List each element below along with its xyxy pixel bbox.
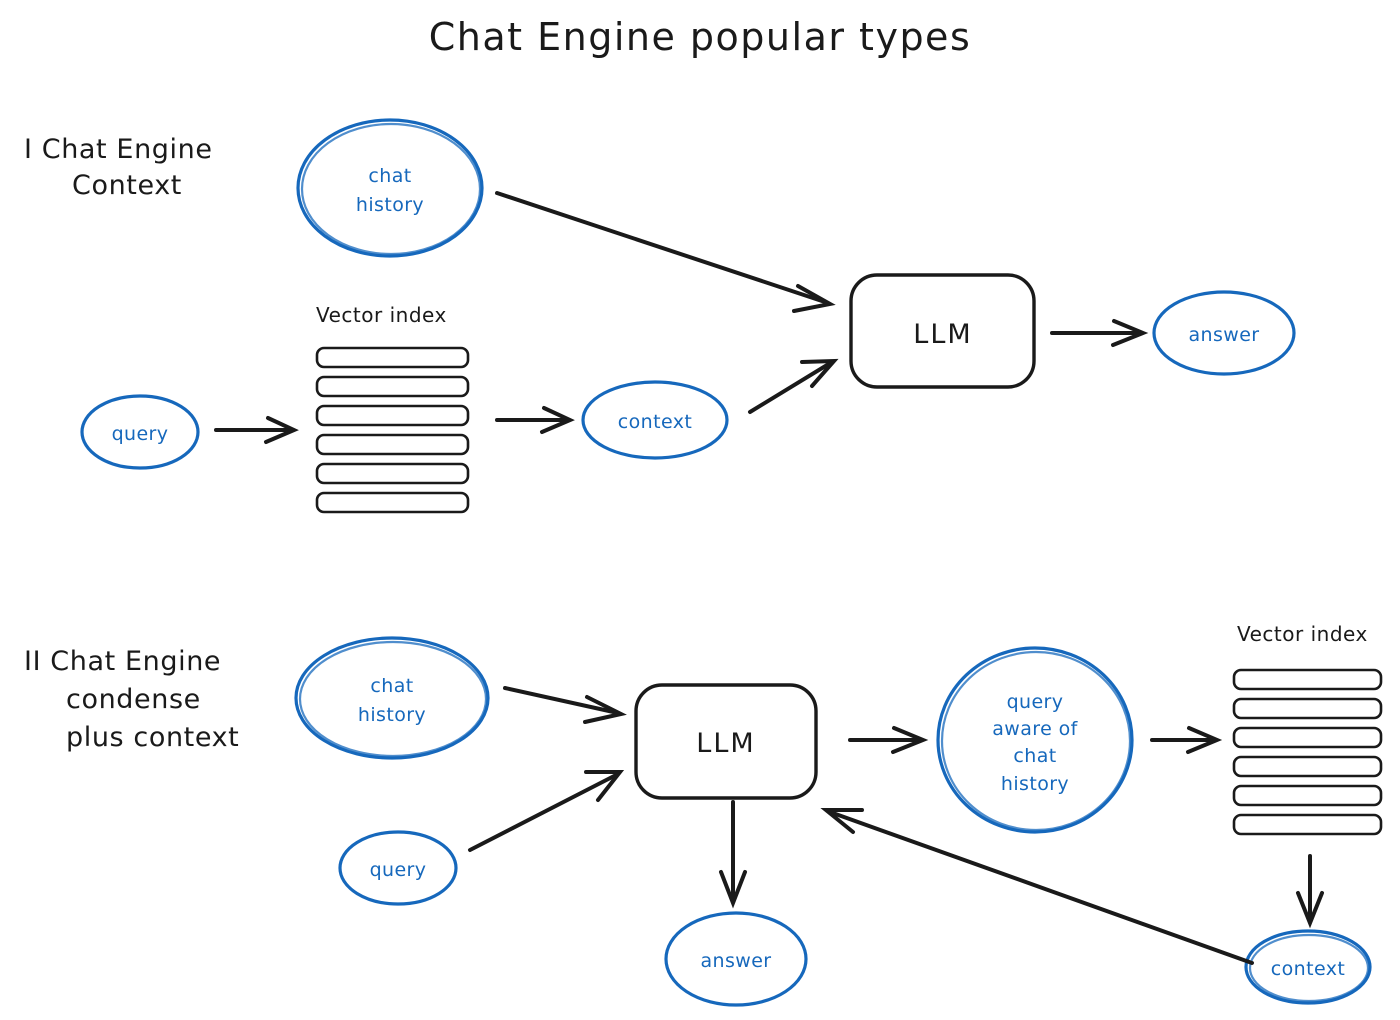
s1-vector-index-bar (315, 433, 470, 456)
s2-query-aware-label-line-1: query (1007, 691, 1064, 713)
s1-vector-index-bar (315, 462, 470, 485)
s1-arrow-context-to-llm (748, 358, 839, 414)
s1-llm-label: LLM (913, 319, 972, 350)
section-2-label: II Chat Engine condense plus context (24, 646, 239, 753)
s2-vector-index-bar (1232, 726, 1383, 749)
s1-chat-history-ellipse-sketch (300, 122, 482, 256)
page-title: Chat Engine popular types (429, 15, 972, 59)
s2-query-ellipse (338, 830, 458, 906)
s1-arrow-query-to-vector-index (214, 416, 299, 444)
s1-chat-history-node[interactable]: chat history (296, 118, 484, 258)
s1-arrow-llm-to-answer (1050, 319, 1149, 347)
s2-query-label: query (370, 859, 427, 881)
s1-arrow-vector-index-to-context (495, 406, 575, 434)
s2-chat-history-node[interactable]: chat history (294, 636, 490, 760)
s2-llm-label: LLM (696, 728, 755, 759)
s2-query-aware-node[interactable]: query aware of chat history (936, 646, 1134, 834)
section-2-label-line-2: condense (66, 684, 201, 715)
section-1-label-line-1: I Chat Engine (24, 134, 213, 165)
s1-query-label: query (112, 423, 169, 445)
s2-vector-index-bar (1232, 697, 1383, 720)
s2-vector-index-bar (1232, 668, 1383, 691)
s1-vector-index[interactable]: Vector index (315, 303, 470, 514)
s2-query-aware-label-line-4: history (1001, 773, 1069, 795)
s2-arrow-chat-history-to-llm (503, 686, 627, 724)
s2-chat-history-ellipse (294, 636, 490, 760)
s1-vector-index-bar (315, 346, 470, 369)
s2-chat-history-label-line-2: history (358, 704, 426, 726)
s1-vector-index-bar (315, 491, 470, 514)
s1-llm-node[interactable]: LLM (849, 273, 1036, 389)
section-1-label-line-2: Context (72, 170, 182, 201)
s2-vector-index-bar (1232, 755, 1383, 778)
s2-arrow-llm-to-answer (719, 800, 747, 909)
s2-context-node[interactable]: context (1244, 929, 1372, 1005)
s2-query-aware-label-line-2: aware of (992, 718, 1078, 740)
s2-vector-index-bar (1232, 784, 1383, 807)
s2-context-ellipse-sketch (1248, 933, 1370, 1003)
s2-chat-history-ellipse-sketch (298, 640, 488, 758)
s1-answer-node[interactable]: answer (1152, 290, 1296, 376)
s2-context-ellipse (1244, 929, 1372, 1005)
s1-chat-history-label-line-2: history (356, 194, 424, 216)
s1-vector-index-bar (315, 404, 470, 427)
s1-llm-box (849, 273, 1036, 389)
s1-query-ellipse (80, 394, 200, 470)
s2-query-aware-ellipse-sketch (940, 650, 1132, 832)
s1-context-label: context (618, 411, 692, 433)
s2-query-node[interactable]: query (338, 830, 458, 906)
s2-chat-history-label-line-1: chat (370, 675, 413, 697)
s2-vector-index[interactable]: Vector index (1232, 622, 1383, 836)
s2-llm-node[interactable]: LLM (634, 683, 818, 800)
s2-arrow-vector-index-to-context (1296, 854, 1324, 929)
s2-llm-box (634, 683, 818, 800)
s1-arrow-chat-history-to-llm (495, 191, 836, 313)
s1-vector-index-caption: Vector index (316, 303, 447, 327)
s1-chat-history-ellipse (296, 118, 484, 258)
s2-answer-ellipse (664, 911, 808, 1007)
s1-context-node[interactable]: context (581, 380, 729, 460)
s2-answer-node[interactable]: answer (664, 911, 808, 1007)
s2-query-aware-label-line-3: chat (1013, 745, 1056, 767)
section-2-label-line-3: plus context (66, 722, 239, 753)
s2-arrow-query-to-llm (468, 770, 625, 852)
s1-context-ellipse (581, 380, 729, 460)
s1-chat-history-label-line-1: chat (368, 165, 411, 187)
section-2-label-line-1: II Chat Engine (24, 646, 221, 677)
s1-query-node[interactable]: query (80, 394, 200, 470)
s2-answer-label: answer (700, 950, 771, 972)
s2-arrow-query-aware-to-vector-index (1150, 726, 1223, 754)
s2-arrow-llm-to-query-aware (848, 726, 929, 754)
s1-answer-ellipse (1152, 290, 1296, 376)
s2-context-label: context (1271, 958, 1345, 980)
s2-query-aware-ellipse (936, 646, 1134, 834)
s1-answer-label: answer (1188, 324, 1259, 346)
s1-vector-index-bar (315, 375, 470, 398)
s2-vector-index-caption: Vector index (1237, 622, 1368, 646)
section-1-label: I Chat Engine Context (24, 134, 213, 201)
s2-arrow-context-to-llm (820, 808, 1254, 965)
s2-vector-index-bar (1232, 813, 1383, 836)
